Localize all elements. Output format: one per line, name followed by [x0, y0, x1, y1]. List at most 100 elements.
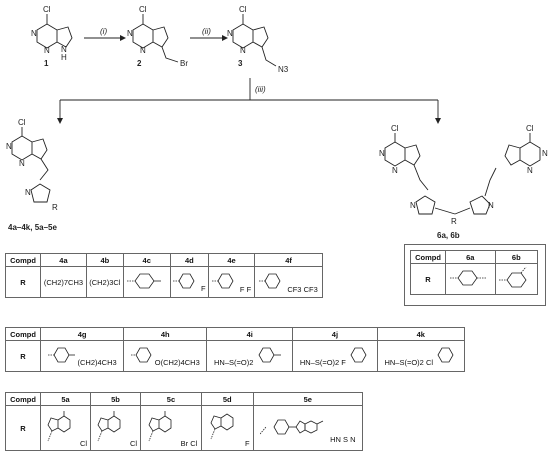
step-ii-label: (ii): [202, 27, 211, 36]
compound-3: [232, 14, 277, 67]
compound-1: [36, 14, 73, 49]
substituent-cell: (CH2)7CH3: [40, 266, 87, 298]
chlorophenyl-structure: [437, 347, 454, 363]
header-cell: 5c: [140, 392, 202, 406]
substituent-cell: Cl: [90, 405, 142, 451]
cl-label-3: Cl: [239, 5, 247, 14]
cl-label-6a: Cl: [391, 124, 399, 133]
header-cell: 5e: [252, 392, 364, 406]
substituent-text: O(CH2)4CH3: [154, 358, 200, 367]
row-label: R: [5, 266, 41, 298]
n-label-6d: N: [527, 166, 533, 175]
substituent-text: HN–S(=O)2 Cl: [384, 358, 434, 367]
row-label: R: [5, 405, 41, 451]
phenyl-methyl-structure: [126, 273, 161, 289]
substituent-text: F F: [239, 285, 252, 294]
table-6-frame: [404, 244, 546, 306]
step-i-label: (i): [100, 27, 107, 36]
substituent-text: (CH2)3Cl: [89, 277, 121, 287]
cl-label-2: Cl: [139, 5, 147, 14]
meta-phenylene-structure: [499, 266, 527, 288]
n-label-3b: N: [240, 46, 246, 55]
substituent-text: F: [201, 284, 206, 293]
table-row: R Cl Cl Br Cl F HN S N: [5, 405, 364, 451]
phenyl-structure: [47, 347, 75, 363]
header-cell: 4e: [208, 253, 256, 267]
h-label-1: H: [61, 53, 67, 62]
substituent-cell: HN–S(=O)2 F: [292, 340, 378, 372]
substituent-cell: [445, 263, 496, 295]
substituent-cell: Cl: [39, 405, 92, 451]
header-cell: Compd: [5, 253, 41, 267]
header-cell: Compd: [410, 250, 446, 264]
table-4g-4k: Compd 4g 4h 4i 4j 4k R (CH2)4CH3 O(CH2)4…: [5, 327, 466, 372]
header-cell: Compd: [5, 392, 41, 406]
header-cell: 4a: [40, 253, 87, 267]
compound-4-5: [11, 127, 51, 203]
br-label-2: Br: [180, 59, 188, 68]
n-label-1a: N: [31, 29, 37, 38]
r-label-6: R: [451, 217, 457, 226]
fluoroindole-structure: [210, 413, 234, 440]
cl-label-6b: Cl: [526, 124, 534, 133]
arrow-left-head: [57, 118, 63, 124]
n-label-6e: N: [410, 201, 416, 210]
arrow-right-head: [435, 118, 441, 124]
substituent-cell: HN S N: [252, 405, 364, 451]
substituent-cell: (CH2)4CH3: [39, 340, 125, 372]
substituent-text: CF3 CF3: [287, 285, 318, 294]
n-label-4b: N: [19, 159, 25, 168]
n-label-3a: N: [227, 29, 233, 38]
table-header-row: Compd 6a 6b: [410, 250, 539, 264]
table-header-row: Compd 4a 4b 4c 4d 4e 4f: [5, 253, 323, 267]
header-cell: 5b: [90, 392, 142, 406]
substituent-text: Cl: [79, 439, 88, 448]
compound-label-6: 6a, 6b: [437, 231, 460, 240]
tolyl-structure: [259, 347, 282, 363]
substituent-cell: [122, 266, 171, 298]
compound-6: [384, 133, 541, 215]
substituent-text: Br Cl: [180, 439, 198, 448]
substituent-cell: CF3 CF3: [254, 266, 323, 298]
header-cell: 4c: [122, 253, 171, 267]
row-label: R: [5, 340, 41, 372]
header-cell: 4b: [85, 253, 124, 267]
table-row: R (CH2)4CH3 O(CH2)4CH3 HN–S(=O)2 HN–S(=O…: [5, 340, 466, 372]
purine-structure: [97, 411, 121, 442]
bromo-pyrrolopyrimidine-structure: [148, 411, 172, 442]
header-cell: 4k: [376, 327, 466, 341]
table-5a-5e: Compd 5a 5b 5c 5d 5e R Cl Cl Br Cl F: [5, 392, 364, 451]
compound-label-4-5: 4a–4k, 5a–5e: [8, 223, 57, 232]
fluorophenyl-structure: [173, 273, 195, 289]
header-cell: 4j: [292, 327, 378, 341]
n-label-2a: N: [127, 29, 133, 38]
n-label-6b: N: [392, 166, 398, 175]
compound-label-1: 1: [44, 59, 49, 68]
bis-trifluoromethylphenyl-structure: [259, 273, 281, 289]
header-cell: Compd: [5, 327, 41, 341]
table-row: R: [410, 263, 539, 295]
n3-label-3: N3: [278, 65, 289, 74]
substituent-cell: Br Cl: [140, 405, 202, 451]
cl-label-4: Cl: [18, 118, 26, 127]
n-label-6c: N: [542, 149, 548, 158]
phenyl-structure: [130, 347, 152, 363]
pyrrolopyrimidine-structure: [47, 411, 71, 442]
header-cell: 5a: [39, 392, 92, 406]
difluorophenyl-structure: [211, 273, 234, 289]
substituent-text: HN S N: [330, 435, 356, 444]
substituent-cell: F F: [208, 266, 256, 298]
para-phenylene-structure: [450, 270, 487, 286]
reaction-scheme: Cl N N N H 1 (i) Cl N N Br 2 (ii) Cl N N…: [6, 5, 548, 240]
cl-label-1: Cl: [43, 5, 51, 14]
header-cell: 4i: [206, 327, 294, 341]
substituent-text: HN–S(=O)2 F: [299, 358, 346, 367]
header-cell: 4g: [39, 327, 125, 341]
substituent-cell: HN–S(=O)2: [206, 340, 294, 372]
step-iii-label: (iii): [255, 85, 266, 94]
substituent-cell: HN–S(=O)2 Cl: [376, 340, 466, 372]
header-cell: 6a: [445, 250, 496, 264]
header-cell: 4f: [254, 253, 323, 267]
header-cell: 6b: [494, 250, 539, 264]
r-label-4: R: [52, 203, 58, 212]
